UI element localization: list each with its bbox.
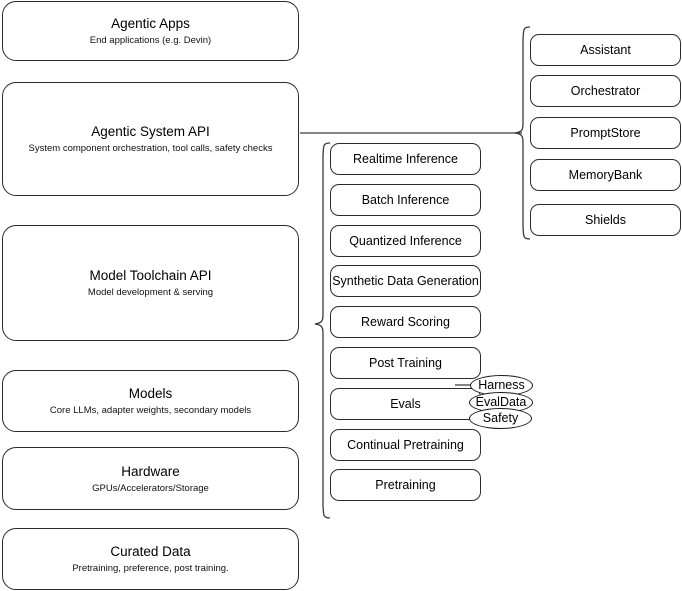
capability-label: Batch Inference <box>361 192 450 207</box>
layer-subtitle: End applications (e.g. Devin) <box>89 35 212 46</box>
layer-title: Curated Data <box>110 544 191 559</box>
component-label: MemoryBank <box>568 167 643 182</box>
layer-agentic-system-api[interactable]: Agentic System API System component orch… <box>2 82 299 196</box>
component-shields[interactable]: Shields <box>530 204 681 236</box>
component-assistant[interactable]: Assistant <box>530 34 681 66</box>
component-label: PromptStore <box>570 125 641 140</box>
layer-models[interactable]: Models Core LLMs, adapter weights, secon… <box>2 370 299 432</box>
capability-label: Post Training <box>369 355 442 370</box>
eval-pill-label: Safety <box>482 411 519 426</box>
capability-post-training[interactable]: Post Training <box>330 347 481 379</box>
capability-reward-scoring[interactable]: Reward Scoring <box>330 306 481 338</box>
capability-evals[interactable]: Evals <box>330 388 481 420</box>
capability-realtime-inference[interactable]: Realtime Inference <box>330 143 481 175</box>
eval-pill-label: Harness <box>478 378 525 393</box>
layer-subtitle: Model development & serving <box>87 287 214 298</box>
capability-continual-pretraining[interactable]: Continual Pretraining <box>330 429 481 461</box>
capability-synthetic-data-generation[interactable]: Synthetic Data Generation <box>330 265 481 297</box>
capability-label: Reward Scoring <box>361 314 450 329</box>
layer-hardware[interactable]: Hardware GPUs/Accelerators/Storage <box>2 447 299 510</box>
layer-title: Agentic Apps <box>111 16 190 31</box>
eval-pill-label: EvalData <box>475 395 527 410</box>
capability-label: Synthetic Data Generation <box>332 273 479 288</box>
eval-pill-safety[interactable]: Safety <box>469 408 532 429</box>
capability-label: Pretraining <box>375 477 436 492</box>
layer-title: Agentic System API <box>91 124 210 139</box>
brace-capabilities <box>314 142 331 519</box>
component-label: Assistant <box>580 42 631 57</box>
component-orchestrator[interactable]: Orchestrator <box>530 75 681 107</box>
capability-quantized-inference[interactable]: Quantized Inference <box>330 225 481 257</box>
component-promptstore[interactable]: PromptStore <box>530 117 681 149</box>
layer-subtitle: Pretraining, preference, post training. <box>72 563 229 574</box>
layer-title: Model Toolchain API <box>89 268 212 283</box>
layer-curated-data[interactable]: Curated Data Pretraining, preference, po… <box>2 528 299 590</box>
capability-label: Evals <box>390 396 421 411</box>
brace-components <box>514 26 531 240</box>
layer-subtitle: Core LLMs, adapter weights, secondary mo… <box>49 405 252 416</box>
layer-subtitle: GPUs/Accelerators/Storage <box>92 482 209 494</box>
eval-pill-evaldata[interactable]: EvalData <box>469 392 533 413</box>
capability-label: Quantized Inference <box>349 233 462 248</box>
capability-label: Continual Pretraining <box>347 437 464 452</box>
layer-model-toolchain-api[interactable]: Model Toolchain API Model development & … <box>2 225 299 341</box>
component-label: Orchestrator <box>570 83 641 98</box>
capability-batch-inference[interactable]: Batch Inference <box>330 184 481 216</box>
capability-label: Realtime Inference <box>353 151 458 166</box>
component-label: Shields <box>585 212 626 227</box>
capability-pretraining[interactable]: Pretraining <box>330 469 481 501</box>
layer-title: Hardware <box>121 463 180 479</box>
layer-agentic-apps[interactable]: Agentic Apps End applications (e.g. Devi… <box>2 1 299 61</box>
component-memorybank[interactable]: MemoryBank <box>530 159 681 191</box>
layer-title: Models <box>128 386 173 401</box>
layer-subtitle: System component orchestration, tool cal… <box>28 143 273 154</box>
